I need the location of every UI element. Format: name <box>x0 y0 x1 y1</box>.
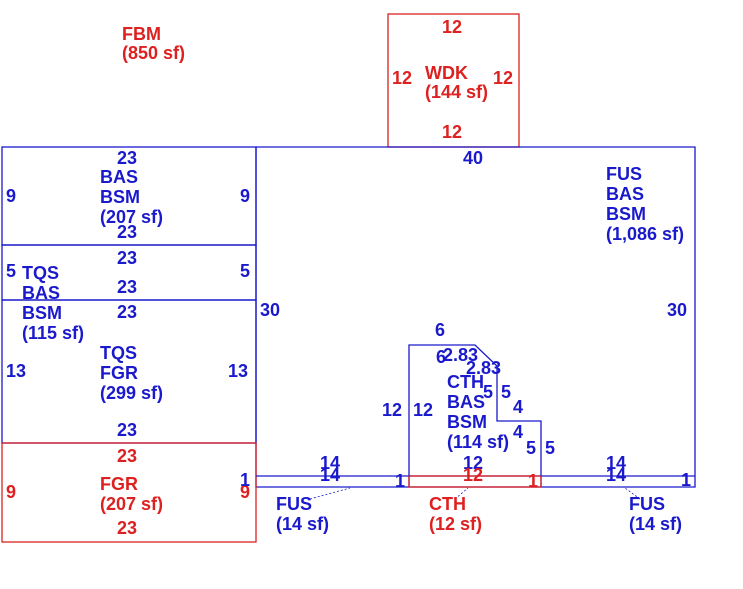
tqs-fgr-code2: FGR <box>100 363 138 383</box>
tqs-fgr-dim-bottom: 23 <box>117 420 137 440</box>
strip-right-dim-top: 14 <box>606 453 626 473</box>
cth-bas-code2: BAS <box>447 392 485 412</box>
fus-right-area: (14 sf) <box>629 514 682 534</box>
fus-right-code: FUS <box>629 494 665 514</box>
cth-dim-seg-5a: 5 <box>483 382 493 402</box>
tqs-bas-dim-bottom: 23 <box>117 277 137 297</box>
strip-left-dim-bottom: 14 <box>320 465 340 485</box>
fgr-code: FGR <box>100 474 138 494</box>
fus-main-area: (1,086 sf) <box>606 224 684 244</box>
wdk-dim-bottom: 12 <box>442 122 462 142</box>
fus-main-dim-left: 30 <box>260 300 280 320</box>
tqs-bas-code1: TQS <box>22 263 59 283</box>
fgr-dim-left: 9 <box>6 482 16 502</box>
cth-small-outline <box>408 475 542 488</box>
strip-left-dim-end-right: 1 <box>395 471 405 491</box>
tqs-bas-code2: BAS <box>22 283 60 303</box>
fus-main-code2: BAS <box>606 184 644 204</box>
fus-left-area: (14 sf) <box>276 514 329 534</box>
tqs-bas-dim-right: 5 <box>240 261 250 281</box>
wdk-dim-top: 12 <box>442 17 462 37</box>
cth-dim-bottom-blue: 12 <box>463 453 483 473</box>
tqs-fgr-dim-right: 13 <box>228 361 248 381</box>
fgr-dim-bottom: 23 <box>117 518 137 538</box>
cth-dim-seg-5c: 5 <box>526 438 536 458</box>
cth-bas-code1: CTH <box>447 372 484 392</box>
fus-main-dim-right: 30 <box>667 300 687 320</box>
cth-small-code: CTH <box>429 494 466 514</box>
fgr-outline <box>1 442 257 543</box>
cth-small-area: (12 sf) <box>429 514 482 534</box>
cth-dim-diag-b: 2.83 <box>466 358 501 378</box>
cth-dim-left-inner: 12 <box>413 400 433 420</box>
strip-left-dim-top: 14 <box>320 453 340 473</box>
strip-right-dim-bottom: 14 <box>606 465 626 485</box>
cth-bas-code3: BSM <box>447 412 487 432</box>
tqs-fgr-dim-left: 13 <box>6 361 26 381</box>
bas-upper-dim-right: 9 <box>240 186 250 206</box>
cth-dim-diag-a: 2.83 <box>443 345 478 365</box>
bas-upper-dim-top: 23 <box>117 148 137 168</box>
cth-dim-seg-4a: 4 <box>513 397 523 417</box>
bas-upper-area: (207 sf) <box>100 207 163 227</box>
cth-dim-seg-5d: 5 <box>545 438 555 458</box>
strip-right-dim-end-right: 1 <box>681 470 691 490</box>
cth-small-leader <box>454 487 469 500</box>
tqs-bas-area: (115 sf) <box>22 323 84 343</box>
tqs-fgr-area: (299 sf) <box>100 383 163 403</box>
tqs-bas-dim-top: 23 <box>117 248 137 268</box>
fus-main-code3: BSM <box>606 204 646 224</box>
wdk-area: (144 sf) <box>425 82 488 102</box>
cth-dim-bottom-red: 12 <box>463 465 483 485</box>
cth-dim-inner-6: 6 <box>436 347 446 367</box>
bas-upper-dim-bottom: 23 <box>117 222 137 242</box>
tqs-fgr-dim-top: 23 <box>117 302 137 322</box>
cth-bas-area: (114 sf) <box>447 432 509 452</box>
bas-upper-dim-left: 9 <box>6 186 16 206</box>
tqs-fgr-code1: TQS <box>100 343 137 363</box>
fus-left-leader <box>309 487 351 500</box>
tqs-bas-code3: BSM <box>22 303 62 323</box>
wdk-dim-left: 12 <box>392 68 412 88</box>
tqs-bas-dim-left: 5 <box>6 261 16 281</box>
fbm-area: (850 sf) <box>122 43 185 63</box>
fus-right-leader <box>624 487 641 500</box>
wdk-code: WDK <box>425 63 468 83</box>
cth-dim-top: 6 <box>435 320 445 340</box>
bas-upper-code1: BAS <box>100 167 138 187</box>
fus-main-dim-top: 40 <box>463 148 483 168</box>
cth-dim-seg-5b: 5 <box>501 382 511 402</box>
fbm-code: FBM <box>122 24 161 44</box>
fus-left-code: FUS <box>276 494 312 514</box>
fus-main-code1: FUS <box>606 164 642 184</box>
cth-dim-left-outer: 12 <box>382 400 402 420</box>
wdk-dim-right: 12 <box>493 68 513 88</box>
cth-strip-dim-end-right: 1 <box>528 471 538 491</box>
bas-upper-code2: BSM <box>100 187 140 207</box>
fgr-area: (207 sf) <box>100 494 163 514</box>
fgr-dim-right: 9 <box>240 482 250 502</box>
fgr-dim-top: 23 <box>117 446 137 466</box>
cth-bas-outline <box>408 344 542 476</box>
strip-left-dim-end-left: 1 <box>240 470 250 490</box>
cth-dim-seg-4b: 4 <box>513 422 523 442</box>
